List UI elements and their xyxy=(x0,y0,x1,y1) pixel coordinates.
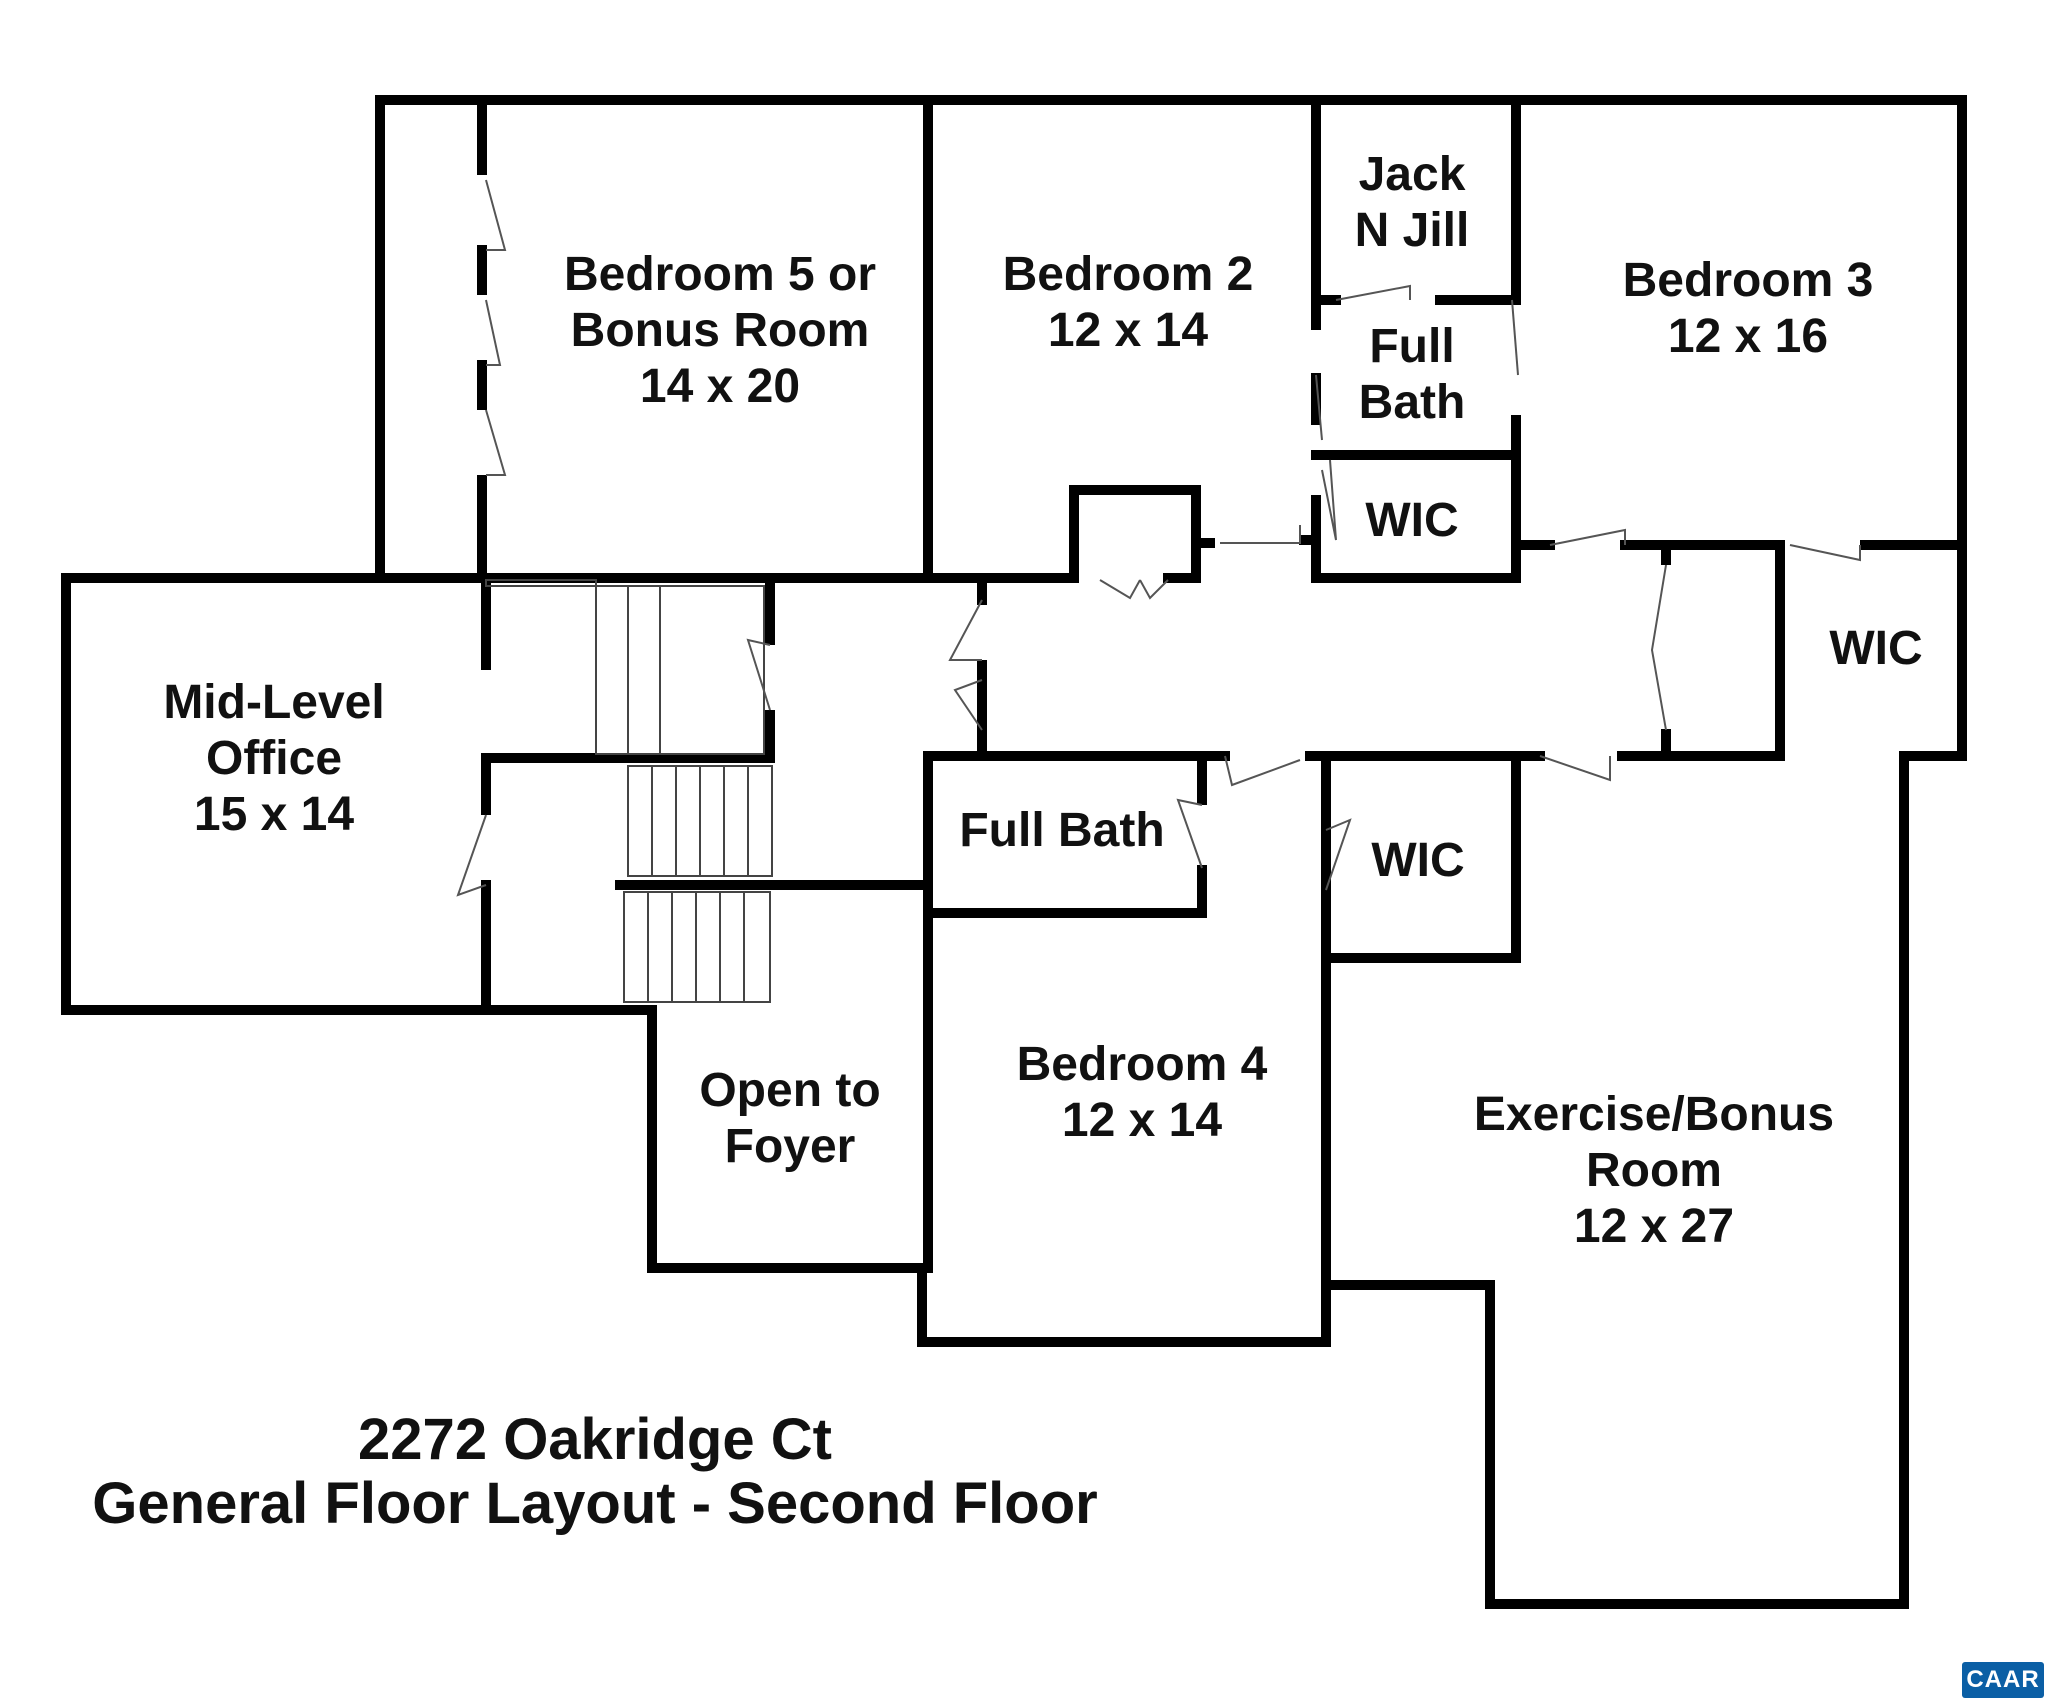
stairs xyxy=(485,579,773,1003)
walls xyxy=(61,95,1967,1609)
bedroom4-name: Bedroom 4 xyxy=(1017,1038,1268,1091)
bedroom3-size: 12 x 16 xyxy=(1668,310,1828,363)
bedroom5-name-2: Bonus Room xyxy=(571,304,870,357)
room-wic-upper: WIC xyxy=(1365,494,1458,547)
layout-subtitle: General Floor Layout - Second Floor xyxy=(92,1471,1098,1536)
wic-lower-name: WIC xyxy=(1371,834,1464,887)
office-name-1: Mid-Level xyxy=(163,676,384,729)
exercise-name-2: Room xyxy=(1586,1144,1722,1197)
wic-upper-name: WIC xyxy=(1365,494,1458,547)
doors xyxy=(456,179,1861,897)
room-bedroom2: Bedroom 2 12 x 14 xyxy=(1003,248,1254,357)
room-bedroom5: Bedroom 5 or Bonus Room 14 x 20 xyxy=(564,248,876,413)
address-line: 2272 Oakridge Ct xyxy=(358,1407,832,1472)
address-title: 2272 Oakridge Ct General Floor Layout - … xyxy=(0,1408,1190,1536)
fullbath-upper-name-1: Full xyxy=(1369,320,1454,373)
jacknjill-name-1: Jack xyxy=(1359,148,1466,201)
bedroom2-name: Bedroom 2 xyxy=(1003,248,1254,301)
caar-logo: CAAR xyxy=(1962,1662,2044,1698)
fullbath-upper-name-2: Bath xyxy=(1359,376,1466,429)
exercise-size: 12 x 27 xyxy=(1574,1200,1734,1253)
room-wic-lower: WIC xyxy=(1371,834,1464,887)
room-bedroom3: Bedroom 3 12 x 16 xyxy=(1623,254,1874,363)
foyer-name-1: Open to xyxy=(699,1064,880,1117)
room-jacknjill: Jack N Jill xyxy=(1355,148,1470,257)
foyer-name-2: Foyer xyxy=(725,1120,856,1173)
room-office: Mid-Level Office 15 x 14 xyxy=(163,676,384,841)
room-bedroom4: Bedroom 4 12 x 14 xyxy=(1017,1038,1268,1147)
fullbath-lower-name: Full Bath xyxy=(959,804,1164,857)
room-exercise: Exercise/Bonus Room 12 x 27 xyxy=(1474,1088,1834,1253)
wic-right-name: WIC xyxy=(1829,622,1922,675)
room-fullbath-lower: Full Bath xyxy=(959,804,1164,857)
jacknjill-name-2: N Jill xyxy=(1355,204,1470,257)
bedroom3-name: Bedroom 3 xyxy=(1623,254,1874,307)
room-foyer: Open to Foyer xyxy=(699,1064,880,1173)
room-fullbath-upper: Full Bath xyxy=(1359,320,1466,429)
bedroom4-size: 12 x 14 xyxy=(1062,1094,1222,1147)
bedroom5-name-1: Bedroom 5 or xyxy=(564,248,876,301)
office-size: 15 x 14 xyxy=(194,788,354,841)
exercise-name-1: Exercise/Bonus xyxy=(1474,1088,1834,1141)
room-wic-right: WIC xyxy=(1829,622,1922,675)
office-name-2: Office xyxy=(206,732,342,785)
bedroom2-size: 12 x 14 xyxy=(1048,304,1208,357)
bedroom5-size: 14 x 20 xyxy=(640,360,800,413)
